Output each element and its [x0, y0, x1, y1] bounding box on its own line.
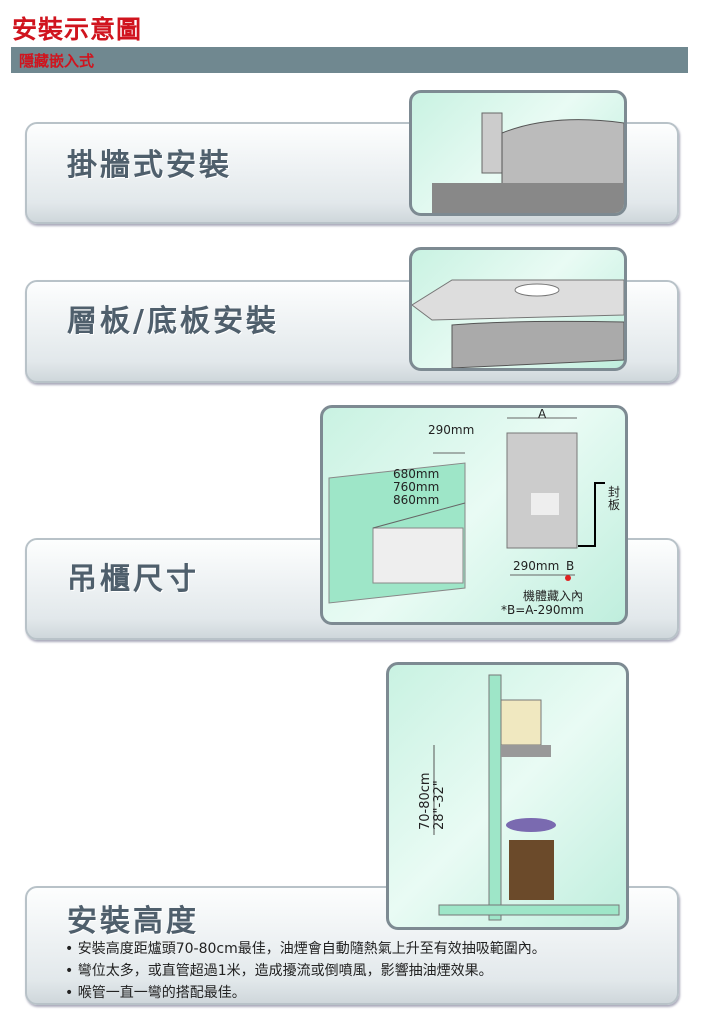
- panel-heading: 吊櫃尺寸: [67, 562, 199, 597]
- formula-label: *B=A-290mm: [501, 603, 584, 617]
- bullet-text: 安裝高度距爐頭70-80cm最佳，油煙會自動隨熱氣上升至有效抽吸範圍內。: [77, 941, 546, 957]
- width-label: 860mm: [393, 493, 440, 507]
- width-label: 760mm: [393, 480, 440, 494]
- wall-mount-illustration: [409, 90, 627, 216]
- panel-heading: 層板/底板安裝: [67, 304, 279, 339]
- seal-panel-label: 封板: [608, 485, 621, 512]
- width-label: 680mm: [393, 467, 440, 481]
- bullet-text: 彎位太多，或直管超過1米，造成擾流或倒噴風，影響抽油煙效果。: [77, 963, 493, 979]
- dim-b-label: B: [566, 559, 575, 573]
- height-in: 28"-32": [432, 780, 447, 830]
- panel-install-height: 安裝高度 • 安裝高度距爐頭70-80cm最佳，油煙會自動隨熱氣上升至有效抽吸範…: [25, 886, 679, 1005]
- inner-depth-label: 290mm: [513, 559, 560, 573]
- dim-a-label: A: [538, 407, 547, 421]
- bullet-text: 喉管一直一彎的搭配最佳。: [77, 985, 246, 1001]
- shelf-mount-illustration: [409, 247, 627, 371]
- page-title: 安裝示意圖: [12, 15, 143, 44]
- panel-heading: 安裝高度: [67, 904, 199, 939]
- height-cm: 70-80cm: [418, 772, 433, 830]
- section-bar: 隱藏嵌入式: [11, 47, 688, 73]
- cabinet-size-illustration: 290mm 680mm 760mm 860mm A 290mm B 封板 機體藏…: [320, 405, 628, 625]
- panel-heading: 掛牆式安裝: [67, 148, 232, 183]
- note-label: 機體藏入內: [523, 589, 584, 603]
- bullet-item: • 彎位太多，或直管超過1米，造成擾流或倒噴風，影響抽油煙效果。: [65, 963, 493, 979]
- bullet-item: • 喉管一直一彎的搭配最佳。: [65, 985, 246, 1001]
- depth-label: 290mm: [428, 423, 475, 437]
- bullet-item: • 安裝高度距爐頭70-80cm最佳，油煙會自動隨熱氣上升至有效抽吸範圍內。: [65, 941, 546, 957]
- section-subtitle: 隱藏嵌入式: [19, 52, 95, 70]
